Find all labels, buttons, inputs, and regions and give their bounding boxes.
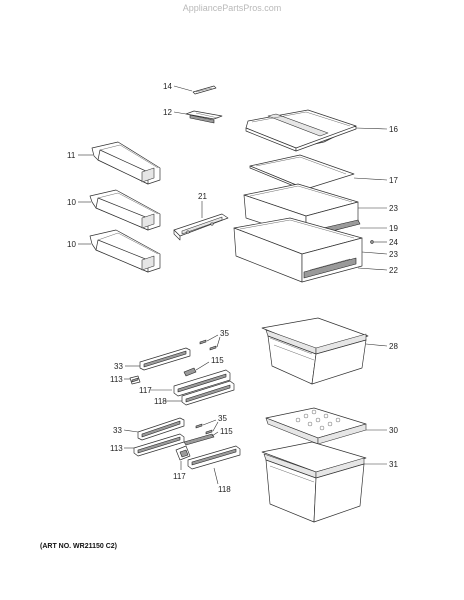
callout-118-lower: 118 xyxy=(218,485,231,494)
callout-10-upper: 10 xyxy=(67,198,76,207)
callout-33-lower: 33 xyxy=(113,426,122,435)
callout-22: 22 xyxy=(389,266,398,275)
part-22-crisper-drawer-lower[interactable] xyxy=(233,217,363,283)
callout-14: 14 xyxy=(163,82,172,91)
callout-21: 21 xyxy=(198,192,207,201)
callout-113-upper: 113 xyxy=(110,375,123,384)
callout-115-upper: 115 xyxy=(211,356,224,365)
part-118-bracket-upper[interactable] xyxy=(181,380,235,406)
callout-19: 19 xyxy=(389,224,398,233)
part-33-slide-lower[interactable] xyxy=(137,417,185,441)
callout-115-lower: 115 xyxy=(220,427,233,436)
part-35-screws-lower[interactable] xyxy=(195,423,213,435)
callout-28: 28 xyxy=(389,342,398,351)
callout-10-lower: 10 xyxy=(67,240,76,249)
part-33-slide-upper[interactable] xyxy=(139,347,191,371)
part-14-rail[interactable] xyxy=(192,85,217,95)
part-30-freezer-tray[interactable] xyxy=(265,407,367,445)
callout-30: 30 xyxy=(389,426,398,435)
part-24-clip[interactable] xyxy=(370,240,374,244)
part-35-screws-upper[interactable] xyxy=(199,339,217,351)
part-16-shelf[interactable] xyxy=(245,109,357,152)
callout-113-lower: 113 xyxy=(110,444,123,453)
callout-117-lower: 117 xyxy=(173,472,186,481)
part-117-slide-upper[interactable] xyxy=(173,369,231,397)
callout-23-lower: 23 xyxy=(389,250,398,259)
part-21-control-bracket[interactable] xyxy=(173,213,229,241)
part-12-bracket[interactable] xyxy=(185,110,223,124)
callout-33-upper: 33 xyxy=(114,362,123,371)
part-113-rail-lower[interactable] xyxy=(133,433,185,457)
part-11-door-bin[interactable] xyxy=(91,141,161,185)
part-115-clip-upper[interactable] xyxy=(183,367,197,377)
part-113-rail-upper[interactable] xyxy=(129,375,141,385)
callout-35-lower: 35 xyxy=(218,414,227,423)
callout-35-upper: 35 xyxy=(220,329,229,338)
part-115-clip-lower[interactable] xyxy=(183,433,215,446)
part-117-slide-lower[interactable] xyxy=(175,445,191,461)
callout-24: 24 xyxy=(389,238,398,247)
callout-17: 17 xyxy=(389,176,398,185)
callout-23-upper: 23 xyxy=(389,204,398,213)
callout-117-upper: 117 xyxy=(139,386,152,395)
part-17-crisper-cover[interactable] xyxy=(249,154,355,192)
callout-16: 16 xyxy=(389,125,398,134)
callout-118-upper: 118 xyxy=(154,397,167,406)
part-10-door-bin-upper[interactable] xyxy=(89,189,161,231)
part-118-bracket-lower[interactable] xyxy=(187,445,241,470)
part-28-freezer-basket[interactable] xyxy=(261,317,369,385)
part-31-freezer-bin[interactable] xyxy=(261,441,367,523)
art-number: (ART NO. WR21150 C2) xyxy=(40,543,118,550)
part-10-door-bin-lower[interactable] xyxy=(89,229,161,273)
callout-11: 11 xyxy=(67,151,76,160)
callout-31: 31 xyxy=(389,460,398,469)
callout-12: 12 xyxy=(163,108,172,117)
watermark: AppliancePartsPros.com xyxy=(182,3,282,13)
